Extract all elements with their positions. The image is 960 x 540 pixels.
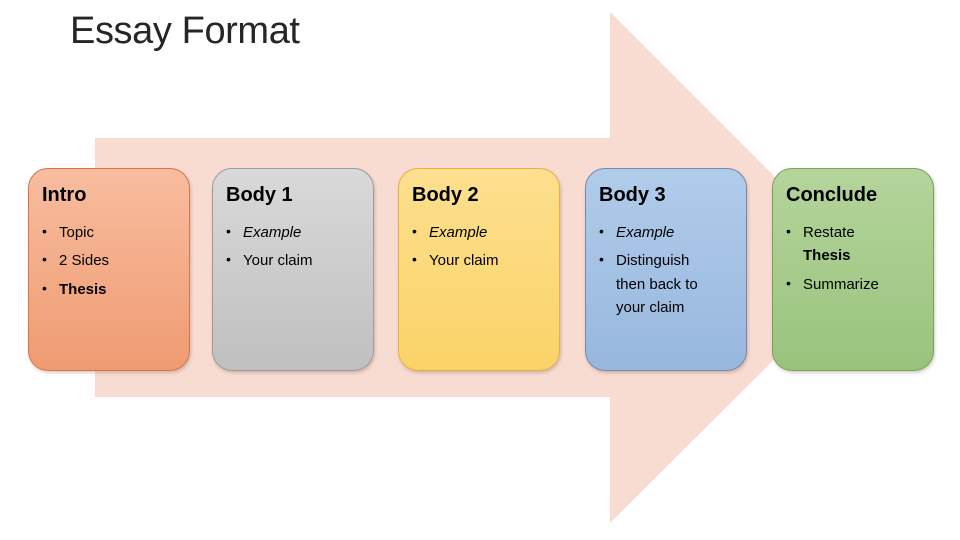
- box-header-body-2: Body 2: [412, 184, 479, 206]
- bullet-text: Summarize: [803, 275, 879, 293]
- bullet-dot-icon: •: [786, 223, 791, 239]
- bullet-item: • Example: [226, 221, 364, 244]
- bullet-list: • Example • Your claim: [412, 221, 550, 273]
- box-header-body-3: Body 3: [599, 184, 666, 206]
- stage-box-body-2: Body 2 • Example • Your claim: [398, 168, 560, 371]
- bullet-dot-icon: •: [226, 251, 231, 268]
- bullet-text: Example: [429, 224, 488, 241]
- bullet-item: • Thesis: [42, 278, 180, 301]
- bullet-dot-icon: •: [412, 251, 417, 268]
- bullet-item: • Example: [599, 221, 737, 244]
- bullet-list: • Topic • 2 Sides • Thesis: [42, 221, 180, 301]
- bullet-dot-icon: •: [599, 251, 604, 268]
- bullet-dot-icon: •: [42, 223, 47, 239]
- bullet-item: • 2 Sides: [42, 249, 180, 272]
- bullet-dot-icon: •: [599, 223, 604, 239]
- bullet-text: Thesis: [59, 280, 107, 298]
- box-header-conclude: Conclude: [786, 184, 878, 206]
- bullet-text: 2 Sides: [59, 252, 110, 270]
- stage-box-intro: Intro • Topic • 2 Sides • Thesis: [28, 168, 190, 371]
- bullet-item: • Summarize: [786, 273, 924, 296]
- box-header-intro: Intro: [42, 184, 87, 206]
- bullet-text: Example: [243, 224, 302, 241]
- bullet-text: Example: [616, 224, 675, 241]
- bullet-text: Your claim: [429, 252, 499, 270]
- bullet-item: • Topic: [42, 221, 180, 244]
- bullet-dot-icon: •: [786, 274, 791, 291]
- bullet-dot-icon: •: [42, 251, 47, 268]
- bullet-text: Your claim: [243, 252, 313, 270]
- bullet-item: • Your claim: [226, 249, 364, 272]
- stage-box-body-1: Body 1 • Example • Your claim: [212, 168, 374, 371]
- bullet-text: Topic: [59, 224, 95, 241]
- slide-title: Essay Format: [70, 10, 300, 52]
- bullet-dot-icon: •: [42, 279, 47, 296]
- bullet-dot-icon: •: [412, 223, 417, 239]
- box-header-body-1: Body 1: [226, 184, 293, 206]
- bullet-item: • Your claim: [412, 249, 550, 272]
- bullet-item: • Example: [412, 221, 550, 244]
- bullet-list: • Example • Your claim: [226, 221, 364, 273]
- bullet-dot-icon: •: [226, 223, 231, 239]
